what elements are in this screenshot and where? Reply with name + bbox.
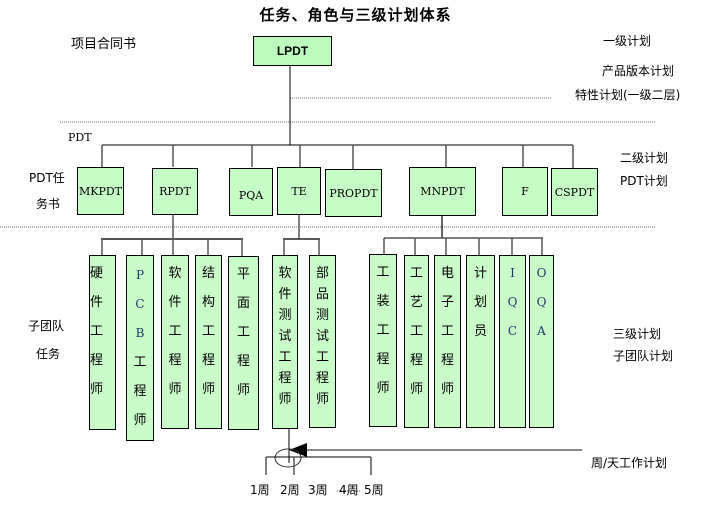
subteam-task-label-line1: 子团队 (28, 319, 65, 333)
pdt-plan-label: PDT计划 (620, 174, 668, 188)
role-component-test-engineer-label: 部品测试工程师 (315, 266, 329, 407)
role-component-test-engineer[interactable]: 部品测试工程师 (309, 255, 336, 428)
role-software-test-engineer[interactable]: 软件测试工程师 (272, 255, 298, 429)
node-cspdt-label: CSPDT (554, 185, 595, 199)
pdt-task-label-line2: 务书 (36, 197, 61, 211)
node-pqa[interactable]: PQA (229, 168, 273, 216)
node-propdt[interactable]: PROPDT (325, 169, 382, 217)
node-f[interactable]: F (502, 167, 548, 216)
level1-plan-label: 一级计划 (603, 34, 652, 48)
role-graphic-engineer[interactable]: 平面工程师 (228, 256, 259, 430)
week-1-label: 1周 (250, 483, 270, 497)
role-tooling-engineer-label: 工装工程师 (376, 265, 390, 396)
node-mkpdt-label: MKPDT (78, 184, 123, 198)
node-lpdt[interactable]: LPDT (253, 36, 332, 66)
role-software-test-engineer-label: 软件测试工程师 (278, 266, 292, 407)
node-rpdt[interactable]: RPDT (152, 168, 198, 215)
node-te[interactable]: TE (277, 167, 321, 215)
role-process-engineer-label: 工艺工程师 (409, 266, 423, 397)
role-software-engineer-label: 软件工程师 (168, 266, 182, 397)
diagram-title: 任务、角色与三级计划体系 (259, 6, 452, 24)
week-5-label: 5周 (364, 483, 384, 497)
node-te-label: TE (291, 184, 307, 198)
week-3-label: 3周 (308, 483, 328, 497)
weekly-arrow-head (289, 443, 307, 457)
role-hardware-engineer-label: 硬件工程师 (90, 266, 104, 397)
week-2-label: 2周 (280, 483, 300, 497)
pdt-task-label-line1: PDT任 (29, 171, 65, 185)
weekly-daily-plan-label: 周/天工作计划 (591, 456, 668, 470)
node-mnpdt[interactable]: MNPDT (409, 167, 476, 216)
pdt-label: PDT (68, 131, 92, 144)
role-hardware-engineer[interactable]: 硬件工程师 (89, 255, 116, 430)
subteam-plan-label: 子团队计划 (613, 349, 674, 363)
node-rpdt-label: RPDT (159, 185, 191, 198)
node-propdt-label: PROPDT (329, 186, 378, 200)
week-4-label: 4周 (339, 483, 359, 497)
role-process-engineer[interactable]: 工艺工程师 (404, 255, 429, 428)
current-week-highlight (274, 448, 302, 468)
project-contract-label: 项目合同书 (71, 37, 137, 52)
role-graphic-engineer-label: 平面工程师 (236, 267, 250, 398)
node-pqa-label: PQA (238, 188, 264, 202)
feature-plan-label: 特性计划(一级二层) (575, 88, 681, 102)
node-cspdt[interactable]: CSPDT (551, 168, 598, 216)
level2-plan-label: 二级计划 (620, 151, 669, 165)
product-version-plan-label: 产品版本计划 (602, 64, 675, 78)
role-electronics-engineer[interactable]: 电子工程师 (434, 255, 461, 428)
subteam-task-label-line2: 任务 (36, 347, 61, 361)
role-planner[interactable]: 计划员 (466, 255, 495, 428)
role-electronics-engineer-label: 电子工程师 (440, 266, 454, 397)
node-mkpdt[interactable]: MKPDT (77, 167, 124, 215)
node-lpdt-label: LPDT (276, 44, 309, 58)
node-f-label: F (521, 185, 529, 198)
role-tooling-engineer[interactable]: 工装工程师 (369, 254, 397, 427)
role-structural-engineer[interactable]: 结构工程师 (195, 255, 222, 429)
level3-plan-label: 三级计划 (613, 327, 662, 341)
role-software-engineer[interactable]: 软件工程师 (161, 255, 189, 429)
node-mnpdt-label: MNPDT (420, 185, 465, 198)
role-planner-label: 计划员 (473, 266, 487, 339)
role-structural-engineer-label: 结构工程师 (201, 266, 215, 397)
